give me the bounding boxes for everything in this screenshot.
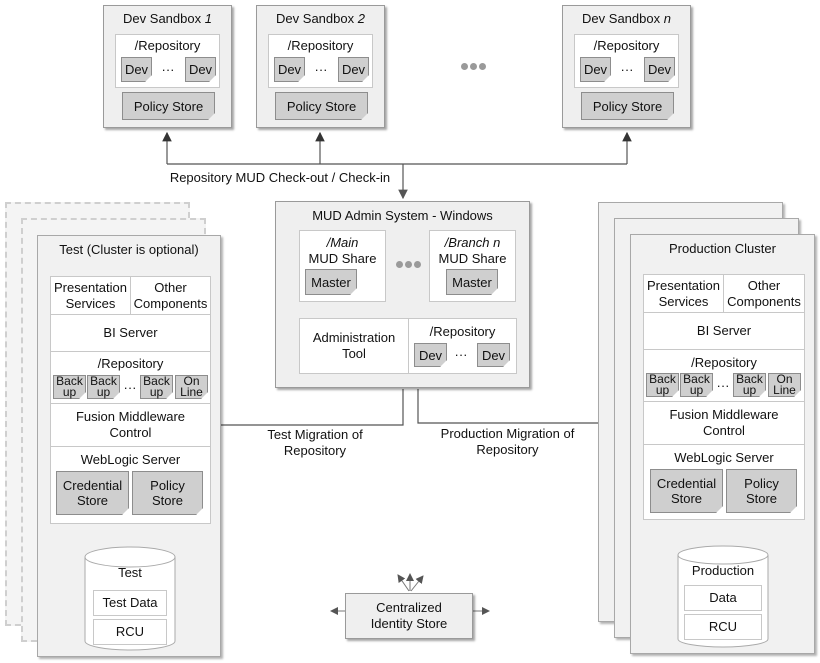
dev-sandbox-2-repository: /Repository Dev ··· Dev: [268, 34, 373, 88]
backup-file: Back up: [53, 375, 86, 399]
policy-store: Policy Store: [122, 92, 215, 120]
centralized-identity-store: Centralized Identity Store: [345, 593, 473, 639]
policy-store: Policy Store: [726, 469, 797, 513]
dev-sandbox-n: Dev Sandbox n /Repository Dev ··· Dev Po…: [562, 5, 691, 128]
backup-file: Back up: [733, 373, 766, 397]
weblogic-server: WebLogic Server: [80, 452, 181, 467]
db-item-data: Data: [684, 585, 762, 611]
db-item-rcu: RCU: [684, 614, 762, 640]
prod-stack-panel: Presentation Services Other Components B…: [643, 274, 805, 520]
backup-file: Back up: [680, 373, 713, 397]
ellipsis: ···: [716, 378, 730, 393]
policy-store: Policy Store: [132, 471, 203, 515]
ellipsis: ···: [161, 62, 175, 77]
branch-mud-share: /Branch n MUD Share Master: [429, 230, 516, 302]
dev-file: Dev: [338, 57, 369, 82]
main-share-label: MUD Share: [308, 251, 377, 266]
presentation-services: Presentation Services: [644, 275, 724, 313]
repository-label: /Repository: [97, 356, 164, 371]
test-migration-label: Test Migration of Repository: [267, 427, 363, 458]
main-mud-share: /Main MUD Share Master: [299, 230, 386, 302]
other-components: Other Components: [131, 277, 210, 315]
weblogic-server: WebLogic Server: [674, 450, 774, 465]
dev-sandbox-1: Dev Sandbox 1 /Repository Dev ··· Dev Po…: [103, 5, 232, 128]
test-title: Test (Cluster is optional): [59, 242, 199, 257]
credential-store: Credential Store: [56, 471, 129, 515]
main-master-file: Master: [305, 269, 357, 295]
repository-label: /Repository: [691, 355, 757, 370]
repository-label: /Repository: [593, 38, 660, 53]
dev-file: Dev: [121, 57, 152, 82]
ellipsis: ···: [454, 347, 468, 362]
backup-file: Back up: [140, 375, 173, 399]
prod-migration-label: Production Migration of Repository: [440, 426, 575, 457]
main-share-name: /Main: [326, 235, 359, 250]
repository-label: /Repository: [134, 38, 201, 53]
dev-sandbox-2: Dev Sandbox 2 /Repository Dev ··· Dev Po…: [256, 5, 385, 128]
ellipsis: ···: [314, 62, 328, 77]
production-database: Production Data RCU: [677, 543, 769, 648]
policy-store: Policy Store: [275, 92, 368, 120]
online-file: On Line: [768, 373, 801, 397]
dev-file: Dev: [477, 343, 510, 367]
dev-sandbox-n-title: Dev Sandbox n: [582, 11, 671, 26]
admin-tool-panel: Administration Tool /Repository Dev ··· …: [299, 318, 517, 374]
production-title: Production Cluster: [669, 241, 776, 256]
bi-server: BI Server: [644, 313, 804, 350]
test-database: Test Test Data RCU: [84, 543, 176, 651]
branch-master-file: Master: [446, 269, 498, 295]
dev-file: Dev: [274, 57, 305, 82]
production-cluster: Production Cluster Presentation Services…: [630, 234, 815, 654]
online-file: On Line: [175, 375, 208, 399]
other-components: Other Components: [724, 275, 804, 313]
backup-file: Back up: [87, 375, 120, 399]
fusion-middleware-control: Fusion Middleware Control: [644, 402, 804, 445]
dev-sandbox-1-title: Dev Sandbox 1: [123, 11, 212, 26]
db-item-test-data: Test Data: [93, 590, 167, 616]
ellipsis: ···: [123, 380, 137, 395]
dev-file: Dev: [185, 57, 216, 82]
ellipsis: ···: [620, 62, 634, 77]
test-cluster: Test (Cluster is optional) Presentation …: [37, 235, 221, 657]
branch-share-name: /Branch n: [444, 235, 501, 250]
dev-sandbox-n-repository: /Repository Dev ··· Dev: [574, 34, 679, 88]
dev-sandbox-2-title: Dev Sandbox 2: [276, 11, 365, 26]
dev-sandbox-1-repository: /Repository Dev ··· Dev: [115, 34, 220, 88]
administration-tool: Administration Tool: [300, 319, 409, 373]
repository-label: /Repository: [287, 38, 354, 53]
credential-store: Credential Store: [650, 469, 723, 513]
backup-file: Back up: [646, 373, 679, 397]
db-name: Test: [118, 565, 142, 580]
policy-store: Policy Store: [581, 92, 674, 120]
fusion-middleware-control: Fusion Middleware Control: [51, 404, 210, 447]
branch-share-label: MUD Share: [438, 251, 507, 266]
presentation-services: Presentation Services: [51, 277, 131, 315]
admin-repository-label: /Repository: [429, 324, 496, 339]
mud-admin-system: MUD Admin System - Windows /Main MUD Sha…: [275, 201, 530, 388]
dev-file: Dev: [644, 57, 675, 82]
test-stack-panel: Presentation Services Other Components B…: [50, 276, 211, 524]
dev-file: Dev: [414, 343, 447, 367]
checkout-label: Repository MUD Check-out / Check-in: [160, 170, 400, 186]
mud-admin-title: MUD Admin System - Windows: [312, 208, 493, 223]
more-shares-dots: [396, 261, 422, 269]
dev-file: Dev: [580, 57, 611, 82]
db-name: Production: [691, 563, 755, 578]
test-repository-row: /Repository Back up Back up ··· Back up …: [51, 352, 210, 404]
prod-repository-row: /Repository Back up Back up ··· Back up …: [644, 350, 804, 402]
more-sandboxes-dots: [461, 63, 487, 71]
bi-server: BI Server: [51, 315, 210, 352]
db-item-rcu: RCU: [93, 619, 167, 645]
